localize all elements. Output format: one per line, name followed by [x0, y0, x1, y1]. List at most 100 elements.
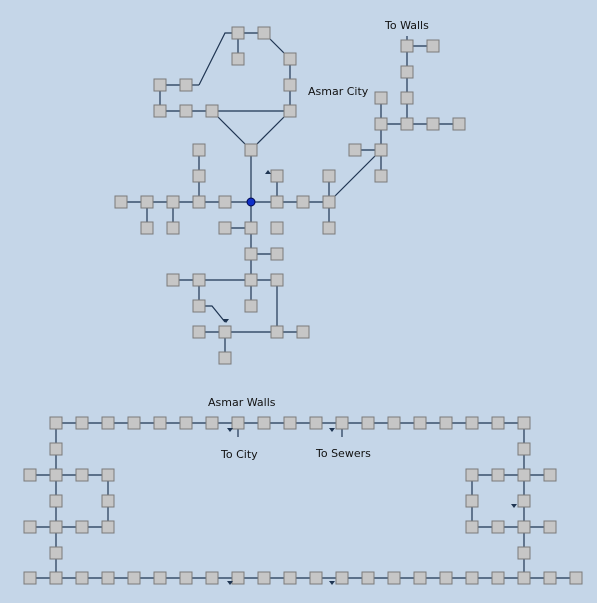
map-room[interactable] [192, 143, 206, 157]
map-room[interactable] [452, 117, 466, 131]
map-room[interactable] [179, 78, 193, 92]
map-room[interactable] [439, 416, 453, 430]
map-room[interactable] [491, 468, 505, 482]
map-room[interactable] [283, 104, 297, 118]
map-room[interactable] [49, 416, 63, 430]
map-room[interactable] [49, 468, 63, 482]
map-room[interactable] [270, 169, 284, 183]
map-room[interactable] [270, 273, 284, 287]
map-room[interactable] [153, 78, 167, 92]
map-room[interactable] [127, 416, 141, 430]
map-room[interactable] [387, 416, 401, 430]
map-room[interactable] [517, 571, 531, 585]
map-room[interactable] [400, 117, 414, 131]
map-room[interactable] [244, 247, 258, 261]
map-room[interactable] [296, 325, 310, 339]
map-room[interactable] [387, 571, 401, 585]
map-room[interactable] [179, 571, 193, 585]
map-room[interactable] [244, 221, 258, 235]
map-room[interactable] [361, 416, 375, 430]
map-room[interactable] [426, 117, 440, 131]
map-room[interactable] [192, 299, 206, 313]
map-room[interactable] [491, 571, 505, 585]
map-room[interactable] [49, 520, 63, 534]
map-room[interactable] [374, 117, 388, 131]
map-room[interactable] [218, 195, 232, 209]
map-room[interactable] [400, 91, 414, 105]
map-room[interactable] [205, 571, 219, 585]
map-room[interactable] [517, 520, 531, 534]
map-room[interactable] [270, 247, 284, 261]
map-room[interactable] [348, 143, 362, 157]
map-room[interactable] [439, 571, 453, 585]
map-room[interactable] [270, 325, 284, 339]
map-room[interactable] [231, 571, 245, 585]
map-room[interactable] [465, 571, 479, 585]
map-room[interactable] [166, 273, 180, 287]
map-room[interactable] [309, 416, 323, 430]
map-room[interactable] [244, 143, 258, 157]
map-room[interactable] [101, 571, 115, 585]
map-room[interactable] [153, 104, 167, 118]
map-room[interactable] [335, 571, 349, 585]
map-room[interactable] [244, 299, 258, 313]
map-room[interactable] [218, 325, 232, 339]
map-room[interactable] [179, 104, 193, 118]
map-room[interactable] [283, 78, 297, 92]
map-room[interactable] [283, 571, 297, 585]
map-room[interactable] [283, 52, 297, 66]
map-room[interactable] [543, 571, 557, 585]
map-room[interactable] [335, 416, 349, 430]
map-room[interactable] [23, 468, 37, 482]
map-room[interactable] [231, 52, 245, 66]
map-room[interactable] [205, 416, 219, 430]
map-room[interactable] [192, 325, 206, 339]
map-room[interactable] [127, 571, 141, 585]
map-room[interactable] [257, 26, 271, 40]
map-room[interactable] [49, 442, 63, 456]
map-room[interactable] [413, 416, 427, 430]
map-room[interactable] [49, 546, 63, 560]
map-room[interactable] [400, 39, 414, 53]
map-room[interactable] [517, 416, 531, 430]
map-room[interactable] [517, 468, 531, 482]
map-room[interactable] [543, 520, 557, 534]
map-room[interactable] [101, 520, 115, 534]
map-room[interactable] [374, 143, 388, 157]
map-room[interactable] [101, 468, 115, 482]
map-room[interactable] [270, 221, 284, 235]
map-room[interactable] [244, 273, 258, 287]
map-room[interactable] [465, 468, 479, 482]
map-room[interactable] [101, 416, 115, 430]
map-room[interactable] [192, 195, 206, 209]
map-room[interactable] [517, 546, 531, 560]
map-room[interactable] [166, 195, 180, 209]
map-room[interactable] [322, 195, 336, 209]
map-room[interactable] [569, 571, 583, 585]
map-room[interactable] [361, 571, 375, 585]
map-room[interactable] [153, 416, 167, 430]
map-room[interactable] [192, 169, 206, 183]
map-room[interactable] [205, 104, 219, 118]
map-room[interactable] [49, 494, 63, 508]
map-room[interactable] [465, 520, 479, 534]
map-room[interactable] [517, 442, 531, 456]
map-room[interactable] [114, 195, 128, 209]
map-room[interactable] [426, 39, 440, 53]
map-room[interactable] [257, 571, 271, 585]
map-room[interactable] [257, 416, 271, 430]
map-room[interactable] [166, 221, 180, 235]
map-room[interactable] [218, 351, 232, 365]
map-room[interactable] [322, 221, 336, 235]
map-room[interactable] [283, 416, 297, 430]
map-room[interactable] [218, 221, 232, 235]
map-room[interactable] [543, 468, 557, 482]
map-room[interactable] [270, 195, 284, 209]
map-room[interactable] [140, 221, 154, 235]
map-room[interactable] [75, 416, 89, 430]
map-room[interactable] [23, 571, 37, 585]
map-room[interactable] [491, 416, 505, 430]
map-room[interactable] [231, 416, 245, 430]
map-room[interactable] [231, 26, 245, 40]
map-room[interactable] [374, 169, 388, 183]
